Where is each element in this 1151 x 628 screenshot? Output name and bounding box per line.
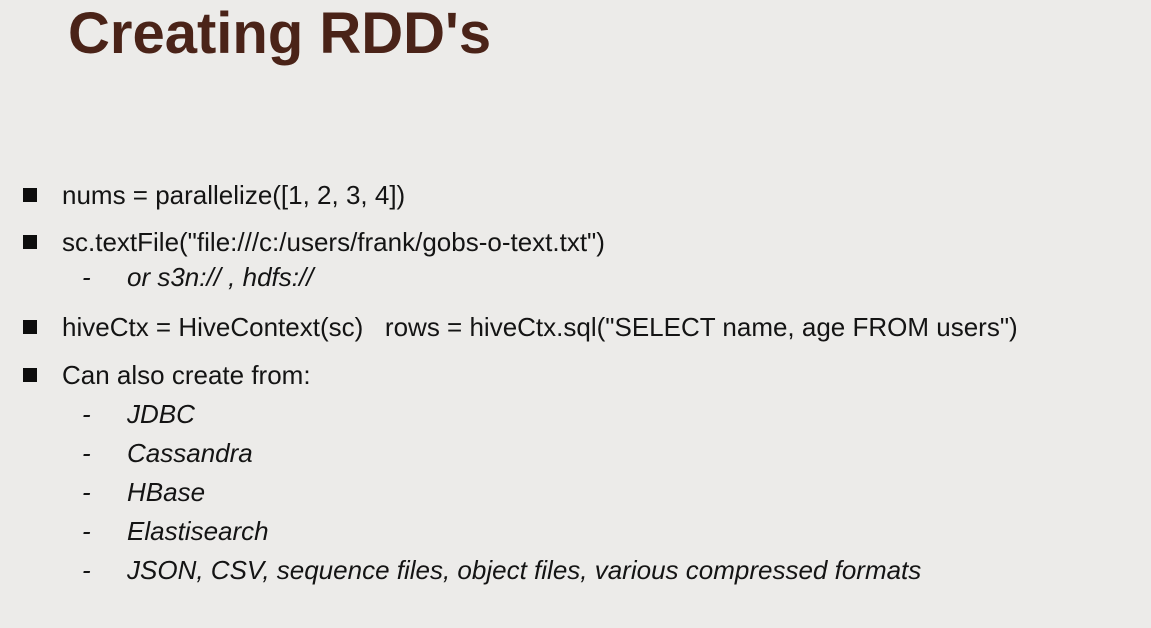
sub-bullet-item: - JDBC [0, 397, 1151, 431]
bullet-text: hiveCtx = HiveContext(sc) rows = hiveCtx… [62, 311, 1018, 342]
bullet-item: hiveCtx = HiveContext(sc) rows = hiveCtx… [0, 310, 1151, 344]
dash-bullet-icon: - [82, 515, 91, 546]
bullet-text: sc.textFile("file:///c:/users/frank/gobs… [62, 226, 605, 257]
sub-bullet-text: or s3n:// , hdfs:// [127, 261, 314, 292]
sub-bullet-item: - Cassandra [0, 436, 1151, 470]
square-bullet-icon [23, 188, 37, 202]
sub-bullet-item: - HBase [0, 475, 1151, 509]
bullet-text: Can also create from: [62, 359, 311, 390]
bullet-item: nums = parallelize([1, 2, 3, 4]) [0, 178, 1151, 212]
square-bullet-icon [23, 320, 37, 334]
sub-bullet-item: - JSON, CSV, sequence files, object file… [0, 553, 1151, 587]
bullet-item: Can also create from: [0, 358, 1151, 392]
sub-bullet-text: JDBC [127, 398, 195, 429]
dash-bullet-icon: - [82, 554, 91, 585]
bullet-text: nums = parallelize([1, 2, 3, 4]) [62, 179, 406, 210]
sub-bullet-item: - or s3n:// , hdfs:// [0, 260, 1151, 294]
square-bullet-icon [23, 235, 37, 249]
dash-bullet-icon: - [82, 261, 91, 292]
sub-bullet-text: JSON, CSV, sequence files, object files,… [127, 554, 922, 585]
slide-title: Creating RDD's [68, 1, 492, 66]
dash-bullet-icon: - [82, 476, 91, 507]
dash-bullet-icon: - [82, 398, 91, 429]
dash-bullet-icon: - [82, 437, 91, 468]
square-bullet-icon [23, 368, 37, 382]
bullet-item: sc.textFile("file:///c:/users/frank/gobs… [0, 225, 1151, 259]
bullet-list: nums = parallelize([1, 2, 3, 4]) sc.text… [0, 178, 1151, 587]
sub-bullet-text: Cassandra [127, 437, 253, 468]
sub-bullet-item: - Elastisearch [0, 514, 1151, 548]
sub-bullet-text: Elastisearch [127, 515, 269, 546]
sub-bullet-text: HBase [127, 476, 206, 507]
